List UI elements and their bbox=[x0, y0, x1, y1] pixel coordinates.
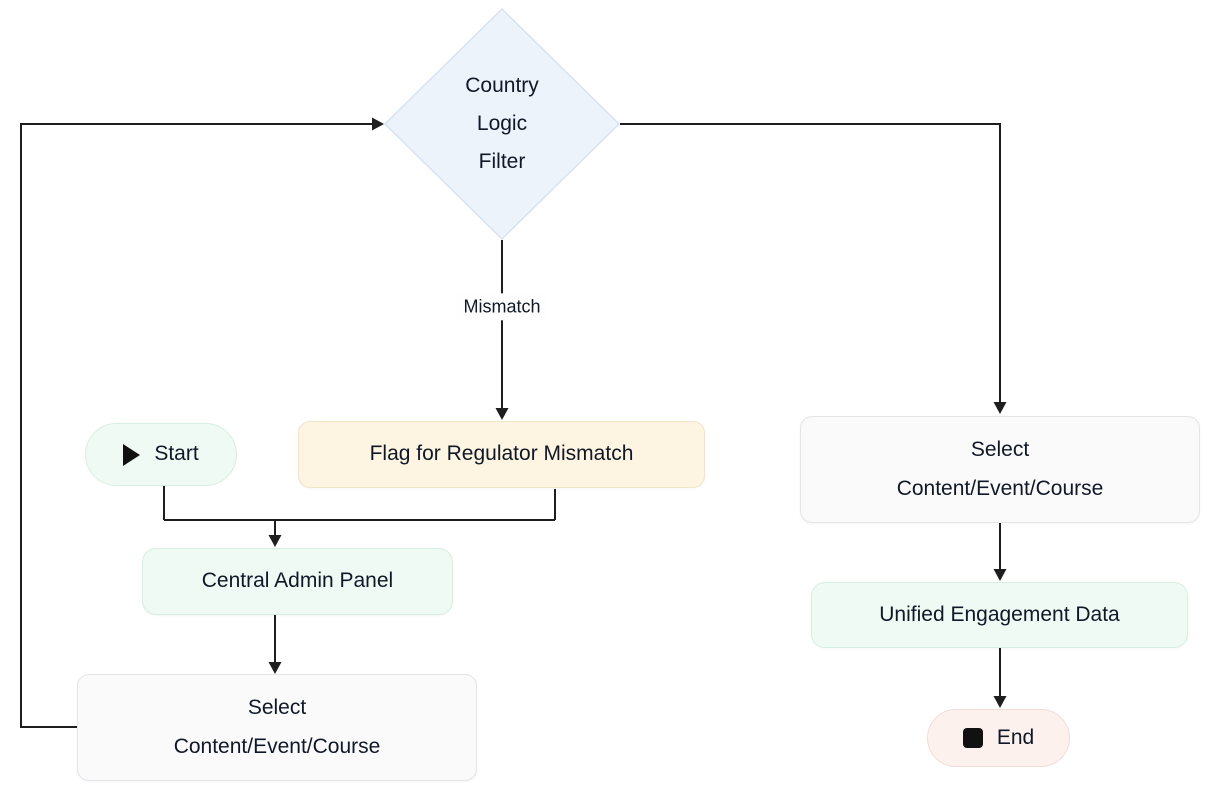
node-end[interactable]: End bbox=[927, 709, 1070, 767]
node-select-content-event-course-right[interactable]: Select Content/Event/Course bbox=[800, 416, 1200, 523]
stop-icon bbox=[962, 728, 983, 748]
node-label: Select Content/Event/Course bbox=[896, 438, 1104, 500]
edge-label-mismatch: Mismatch bbox=[457, 293, 547, 321]
node-label: Central Admin Panel bbox=[201, 569, 394, 593]
arrowhead bbox=[993, 569, 1007, 581]
node-flag-for-regulator-mismatch[interactable]: Flag for Regulator Mismatch bbox=[298, 421, 705, 488]
diamond-shape bbox=[384, 8, 620, 240]
arrowhead bbox=[372, 117, 384, 131]
play-icon bbox=[123, 443, 141, 466]
edge-countryfilter-selectright bbox=[620, 123, 1001, 404]
node-start[interactable]: Start bbox=[85, 423, 237, 486]
node-label: Country Logic Filter bbox=[465, 73, 539, 174]
node-label: Flag for Regulator Mismatch bbox=[369, 442, 634, 466]
arrowhead bbox=[495, 408, 509, 420]
node-label: Select Content/Event/Course bbox=[173, 696, 381, 758]
node-label: Unified Engagement Data bbox=[879, 602, 1120, 626]
node-label: End bbox=[996, 725, 1035, 749]
arrowhead bbox=[993, 402, 1007, 414]
node-country-logic-filter[interactable]: Country Logic Filter bbox=[384, 8, 620, 240]
arrowhead bbox=[268, 535, 282, 547]
arrowhead bbox=[268, 662, 282, 674]
node-central-admin-panel[interactable]: Central Admin Panel bbox=[142, 548, 453, 615]
node-unified-engagement-data[interactable]: Unified Engagement Data bbox=[811, 582, 1188, 648]
arrowhead bbox=[993, 696, 1007, 708]
node-label: Start bbox=[154, 442, 199, 466]
node-select-content-event-course-left[interactable]: Select Content/Event/Course bbox=[77, 674, 477, 781]
